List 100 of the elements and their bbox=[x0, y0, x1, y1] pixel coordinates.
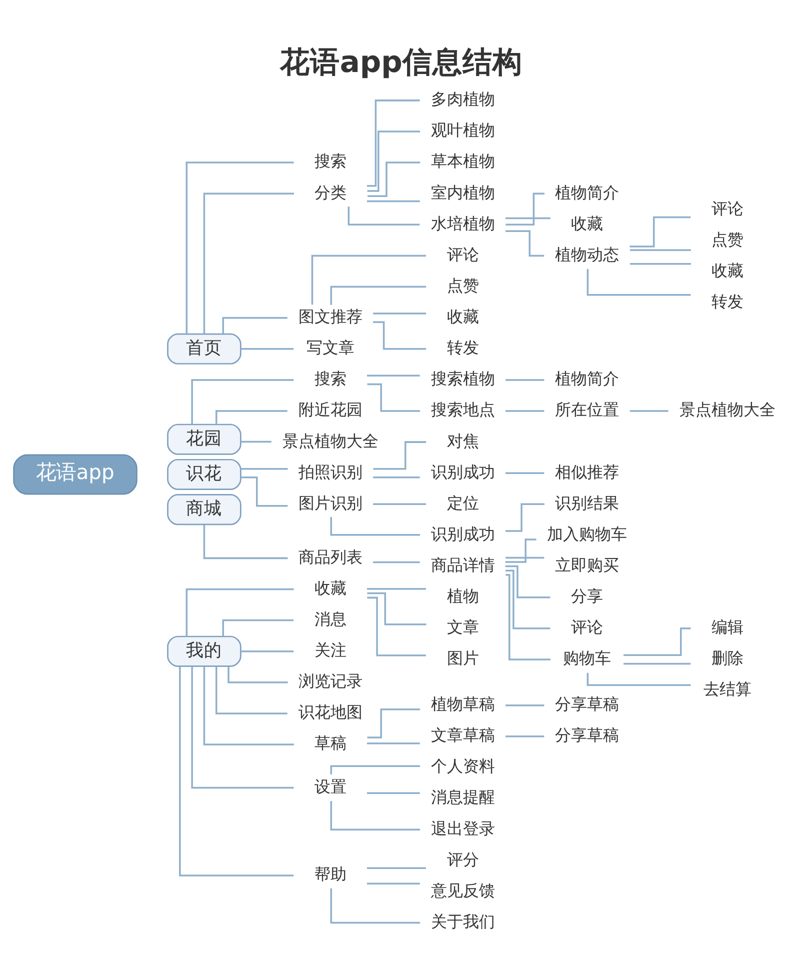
node-text: 意见反馈 bbox=[430, 880, 495, 900]
connector bbox=[367, 130, 420, 192]
node-text: 收藏 bbox=[571, 214, 604, 233]
node-text: 对焦 bbox=[446, 431, 479, 450]
node-text: 点赞 bbox=[711, 230, 744, 250]
connector bbox=[191, 379, 294, 424]
connector bbox=[368, 162, 420, 198]
node-box: 我的 bbox=[167, 636, 242, 667]
connector bbox=[311, 254, 426, 305]
connector bbox=[373, 561, 420, 564]
connector bbox=[506, 556, 544, 559]
node-text: 分享草稿 bbox=[555, 694, 620, 714]
node-text: 景点植物大全 bbox=[679, 400, 776, 420]
node-text: 评分 bbox=[446, 850, 479, 869]
diagram-title: 花语app信息结构 bbox=[280, 45, 522, 80]
node-box: 首页 bbox=[167, 333, 242, 364]
connector bbox=[630, 216, 691, 248]
node-text: 相似推荐 bbox=[555, 462, 620, 482]
node-text: 图文推荐 bbox=[298, 307, 362, 326]
node-text: 收藏 bbox=[446, 307, 479, 326]
connector bbox=[506, 379, 544, 381]
node-text: 消息提醒 bbox=[430, 788, 495, 807]
node-text: 植物草稿 bbox=[430, 694, 495, 714]
connector bbox=[330, 800, 420, 830]
node-text: 编辑 bbox=[711, 618, 744, 637]
node-text: 购物车 bbox=[563, 648, 612, 668]
node-text: 草稿 bbox=[314, 734, 346, 753]
node-text: 关注 bbox=[314, 640, 346, 660]
node-text: 评论 bbox=[571, 618, 604, 637]
connector bbox=[373, 312, 426, 314]
connector bbox=[366, 867, 426, 869]
node-text: 删除 bbox=[711, 648, 744, 668]
connector bbox=[186, 162, 294, 334]
node-text: 图片识别 bbox=[298, 493, 362, 512]
node-text: 点赞 bbox=[446, 276, 479, 295]
node-box: 花语app bbox=[13, 454, 138, 495]
node-text: 景点植物大全 bbox=[282, 431, 378, 450]
connector bbox=[330, 517, 420, 536]
node-text: 消息 bbox=[314, 609, 346, 628]
connector bbox=[330, 286, 426, 305]
node-text: 分享草稿 bbox=[555, 726, 620, 745]
connector bbox=[240, 476, 288, 507]
connector bbox=[330, 888, 420, 924]
node-text: 文章草稿 bbox=[430, 726, 495, 745]
connector bbox=[240, 650, 294, 652]
node-text: 识别成功 bbox=[430, 524, 495, 544]
connector bbox=[506, 574, 550, 660]
node-text: 评论 bbox=[711, 199, 744, 218]
connector bbox=[624, 662, 691, 665]
node-text: 室内植物 bbox=[430, 182, 495, 202]
node-text: 观叶植物 bbox=[430, 120, 495, 140]
node-text: 关于我们 bbox=[430, 912, 495, 931]
node-text: 搜索植物 bbox=[430, 369, 495, 388]
connector bbox=[366, 200, 420, 202]
node-text: 分享 bbox=[571, 586, 604, 606]
connector bbox=[373, 321, 426, 350]
node-text: 植物简介 bbox=[555, 369, 620, 388]
node-text: 搜索地点 bbox=[430, 400, 495, 420]
node-text: 设置 bbox=[314, 776, 346, 796]
node-text: 评论 bbox=[446, 244, 479, 264]
connector bbox=[367, 596, 426, 656]
connector bbox=[367, 383, 420, 412]
node-text: 识花地图 bbox=[298, 702, 362, 722]
node-text: 商品列表 bbox=[298, 547, 362, 566]
node-text: 退出登录 bbox=[430, 818, 495, 838]
node-text: 图片 bbox=[446, 648, 479, 668]
connector bbox=[240, 348, 294, 350]
connector bbox=[506, 217, 550, 220]
node-text: 识别结果 bbox=[555, 493, 620, 512]
connector bbox=[228, 666, 288, 684]
connector bbox=[240, 468, 288, 470]
node-box: 识花 bbox=[167, 458, 242, 490]
connector bbox=[630, 249, 691, 251]
node-text: 拍照识别 bbox=[298, 462, 362, 482]
node-text: 文章 bbox=[446, 618, 479, 637]
connector bbox=[179, 666, 294, 876]
connector bbox=[366, 792, 420, 794]
node-text: 帮助 bbox=[314, 864, 346, 884]
node-text: 附近花园 bbox=[298, 400, 362, 420]
node-text: 浏览记录 bbox=[298, 672, 362, 691]
connector bbox=[366, 374, 420, 377]
connector bbox=[505, 565, 550, 598]
connector bbox=[505, 538, 536, 563]
node-text: 写文章 bbox=[306, 338, 354, 358]
node-text: 去结算 bbox=[703, 680, 752, 699]
node-text: 个人资料 bbox=[430, 756, 495, 776]
connector bbox=[367, 592, 426, 626]
node-text: 植物 bbox=[446, 586, 479, 606]
node-text: 分类 bbox=[314, 182, 346, 202]
node-text: 搜索 bbox=[314, 369, 346, 388]
connector bbox=[203, 524, 288, 560]
connector bbox=[203, 192, 294, 334]
connector bbox=[366, 588, 426, 590]
connector bbox=[506, 410, 544, 412]
connector bbox=[366, 742, 420, 744]
node-text: 立即购买 bbox=[555, 555, 620, 574]
connector bbox=[506, 472, 544, 474]
connector bbox=[373, 503, 426, 506]
connector bbox=[367, 708, 420, 738]
node-text: 搜索 bbox=[314, 152, 346, 171]
